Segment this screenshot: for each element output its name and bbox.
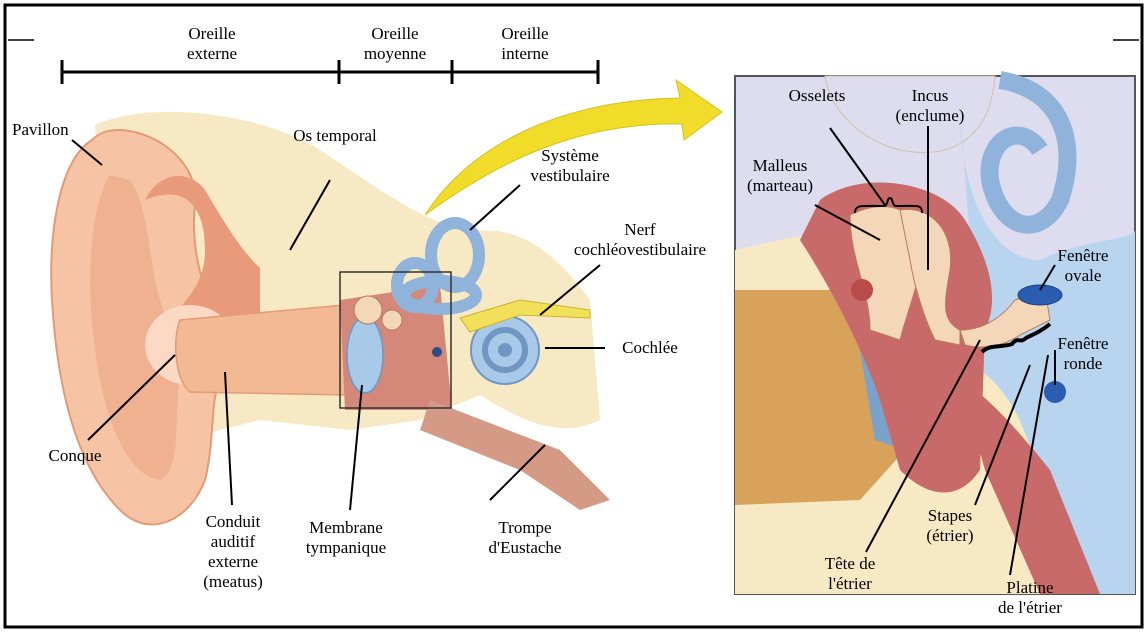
label-stapes: Stapes (étrier) xyxy=(905,506,995,546)
label-conque: Conque xyxy=(30,446,120,466)
label-inner-ear: Oreille interne xyxy=(465,24,585,64)
label-middle-ear: Oreille moyenne xyxy=(335,24,455,64)
label-nerf-cochleovestibulaire: Nerf cochléovestibulaire xyxy=(560,220,720,260)
ear-canal xyxy=(176,305,350,395)
label-pavillon: Pavillon xyxy=(12,120,69,140)
label-incus: Incus (enclume) xyxy=(875,86,985,126)
label-trompe-eustache: Trompe d'Eustache xyxy=(460,518,590,558)
label-malleus: Malleus (marteau) xyxy=(730,156,830,196)
label-fenetre-ovale: Fenêtre ovale xyxy=(1038,246,1128,286)
label-outer-ear: Oreille externe xyxy=(152,24,272,64)
label-tete-etrier: Tête de l'étrier xyxy=(805,554,895,594)
label-membrane-tympanique: Membrane tympanique xyxy=(286,518,406,558)
label-systeme-vestibulaire: Système vestibulaire xyxy=(500,146,640,186)
incus-small xyxy=(382,310,402,330)
label-conduit-auditif: Conduit auditif externe (meatus) xyxy=(188,512,278,592)
label-cochlee: Cochlée xyxy=(610,338,690,358)
malleus-small xyxy=(354,296,382,324)
label-osselets: Osselets xyxy=(772,86,862,106)
label-fenetre-ronde: Fenêtre ronde xyxy=(1038,334,1128,374)
label-os-temporal: Os temporal xyxy=(270,126,400,146)
tympanic-membrane xyxy=(347,317,383,393)
label-platine-etrier: Platine de l'étrier xyxy=(975,578,1085,618)
